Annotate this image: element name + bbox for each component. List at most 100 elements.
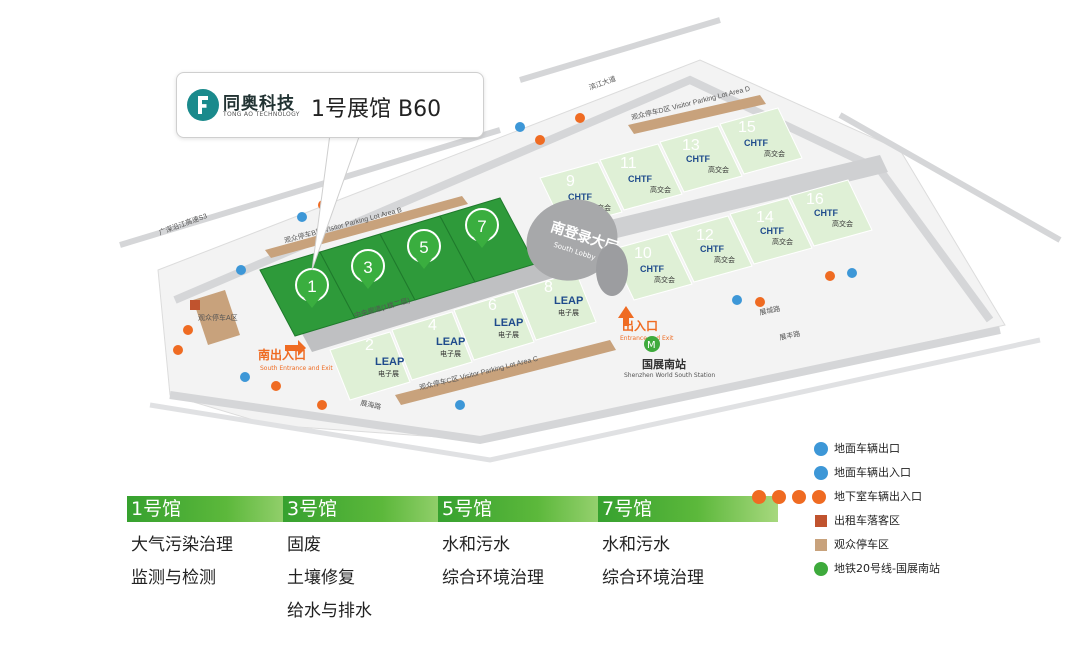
hall-13	[659, 125, 743, 193]
hall-12	[669, 215, 753, 283]
east-lobby	[596, 244, 628, 296]
chtf-sub-10: 高交会	[654, 275, 675, 284]
orange-right-icon	[812, 490, 826, 504]
legend-row: 地铁20号线-国展南站	[752, 560, 1052, 584]
entrance-arrow	[618, 306, 634, 326]
hall-10	[609, 233, 693, 301]
leap-num-4: 4	[428, 317, 437, 334]
entrance-cn: 出入口	[622, 318, 658, 333]
metro-glyph: M	[647, 340, 656, 351]
metro-icon	[814, 562, 828, 576]
pin-label-3: 3	[363, 258, 372, 277]
chtf-num-10: 10	[634, 245, 652, 262]
leap-sub-2: 电子展	[378, 369, 399, 378]
pin-hall-7	[465, 208, 499, 248]
south-entrance-arrow	[285, 340, 306, 356]
hall-3-item: 给水与排水	[287, 601, 372, 621]
orange-down-icon	[772, 490, 786, 504]
south-lobby	[526, 199, 618, 281]
leap-brand-8: LEAP	[554, 295, 583, 307]
hall-16	[789, 179, 873, 247]
metro-station-icon	[644, 336, 660, 352]
legend-label: 观众停车区	[834, 538, 889, 551]
south-entrance-cn: 南出入口	[258, 347, 306, 362]
hall-2	[329, 331, 411, 401]
hall-3-item: 土壤修复	[287, 568, 355, 588]
hall-7-item: 综合环境治理	[602, 568, 704, 588]
upper-corridor	[560, 155, 888, 250]
chtf-brand-16: CHTF	[814, 208, 838, 218]
leap-num-2: 2	[365, 337, 374, 354]
booth-location: 1号展馆 B60	[311, 97, 442, 122]
parking-d	[628, 95, 766, 134]
chtf-num-9: 9	[566, 173, 575, 190]
taxi-zone	[190, 300, 200, 310]
hall-1-title: 1号馆	[127, 496, 307, 522]
parking-a	[193, 290, 240, 345]
chtf-sub-13: 高交会	[708, 165, 729, 174]
logo-text-en: TONG AO TECHNOLOGY	[223, 111, 300, 118]
leap-num-8: 8	[544, 279, 553, 296]
pin-hall-3	[351, 249, 385, 289]
chtf-num-11: 11	[620, 155, 637, 172]
legend-label: 出租车落客区	[834, 514, 900, 527]
leap-num-6: 6	[488, 297, 497, 314]
label-binjiang: 滨江大道	[588, 74, 617, 92]
south-entrance-en: South Entrance and Exit	[260, 365, 333, 372]
logo-text-cn: 同奥科技	[223, 94, 295, 114]
hall-1-item: 大气污染治理	[131, 535, 233, 555]
hall-5-item: 水和污水	[442, 535, 510, 555]
pin-label-5: 5	[419, 238, 428, 257]
chtf-brand-15: CHTF	[744, 138, 768, 148]
leap-sub-8: 电子展	[558, 308, 579, 317]
chtf-brand-14: CHTF	[760, 226, 784, 236]
hall-11	[599, 143, 683, 211]
top-left-road	[119, 127, 501, 248]
exhibitor-callout: 同奥科技 TONG AO TECHNOLOGY 1号展馆 B60	[176, 72, 484, 138]
chtf-brand-10: CHTF	[640, 264, 664, 274]
leap-brand-2: LEAP	[375, 356, 404, 368]
parking-square-icon	[815, 539, 827, 551]
legend-row: 地面车辆出口	[752, 440, 1052, 464]
hall-7-info: 7号馆 水和污水 综合环境治理	[598, 496, 778, 588]
chtf-brand-11: CHTF	[628, 174, 652, 184]
legend-row: 地面车辆出入口	[752, 464, 1052, 488]
chtf-sub-11: 高交会	[650, 185, 671, 194]
hall-7-item: 水和污水	[602, 535, 670, 555]
legend-label: 地面车辆出入口	[834, 466, 911, 479]
chtf-brand-12: CHTF	[700, 244, 724, 254]
hall-1-item: 监测与检测	[131, 568, 216, 588]
orange-left-icon	[792, 490, 806, 504]
leap-sub-4: 电子展	[440, 349, 461, 358]
central-corridor	[300, 252, 572, 352]
chtf-sub-15: 高交会	[764, 149, 785, 158]
legend-label: 地面车辆出口	[834, 442, 900, 455]
chtf-sub-12: 高交会	[714, 255, 735, 264]
hall-6	[453, 291, 535, 361]
hall-3-info: 3号馆 固废 土壤修复 给水与排水	[283, 496, 463, 621]
label-parking-a: 观众停车A区	[198, 313, 238, 322]
pin-hall-1	[295, 268, 329, 308]
chtf-num-12: 12	[696, 227, 714, 244]
pin-label-7: 7	[477, 217, 486, 236]
top-road	[519, 17, 721, 83]
chtf-brand-9: CHTF	[568, 192, 592, 202]
leap-sub-6: 电子展	[498, 330, 519, 339]
pin-label-1: 1	[307, 277, 316, 296]
pin-hall-5	[407, 229, 441, 269]
tongao-logo-icon	[187, 89, 219, 121]
hall-3-title: 3号馆	[283, 496, 463, 522]
hall-3-item: 固废	[287, 535, 321, 555]
chtf-num-13: 13	[682, 137, 700, 154]
chtf-num-14: 14	[756, 209, 774, 226]
station-en: Shenzhen World South Station	[624, 372, 715, 379]
legend-row: 出租车落客区	[752, 512, 1052, 536]
orange-up-icon	[752, 490, 766, 504]
up-arrow-blue-icon	[814, 442, 828, 456]
chtf-brand-13: CHTF	[686, 154, 710, 164]
chtf-sub-14: 高交会	[772, 237, 793, 246]
legend-row: 观众停车区	[752, 536, 1052, 560]
hall-5-info: 5号馆 水和污水 综合环境治理	[438, 496, 618, 588]
hall-15	[719, 107, 803, 175]
hall-4	[391, 311, 473, 381]
